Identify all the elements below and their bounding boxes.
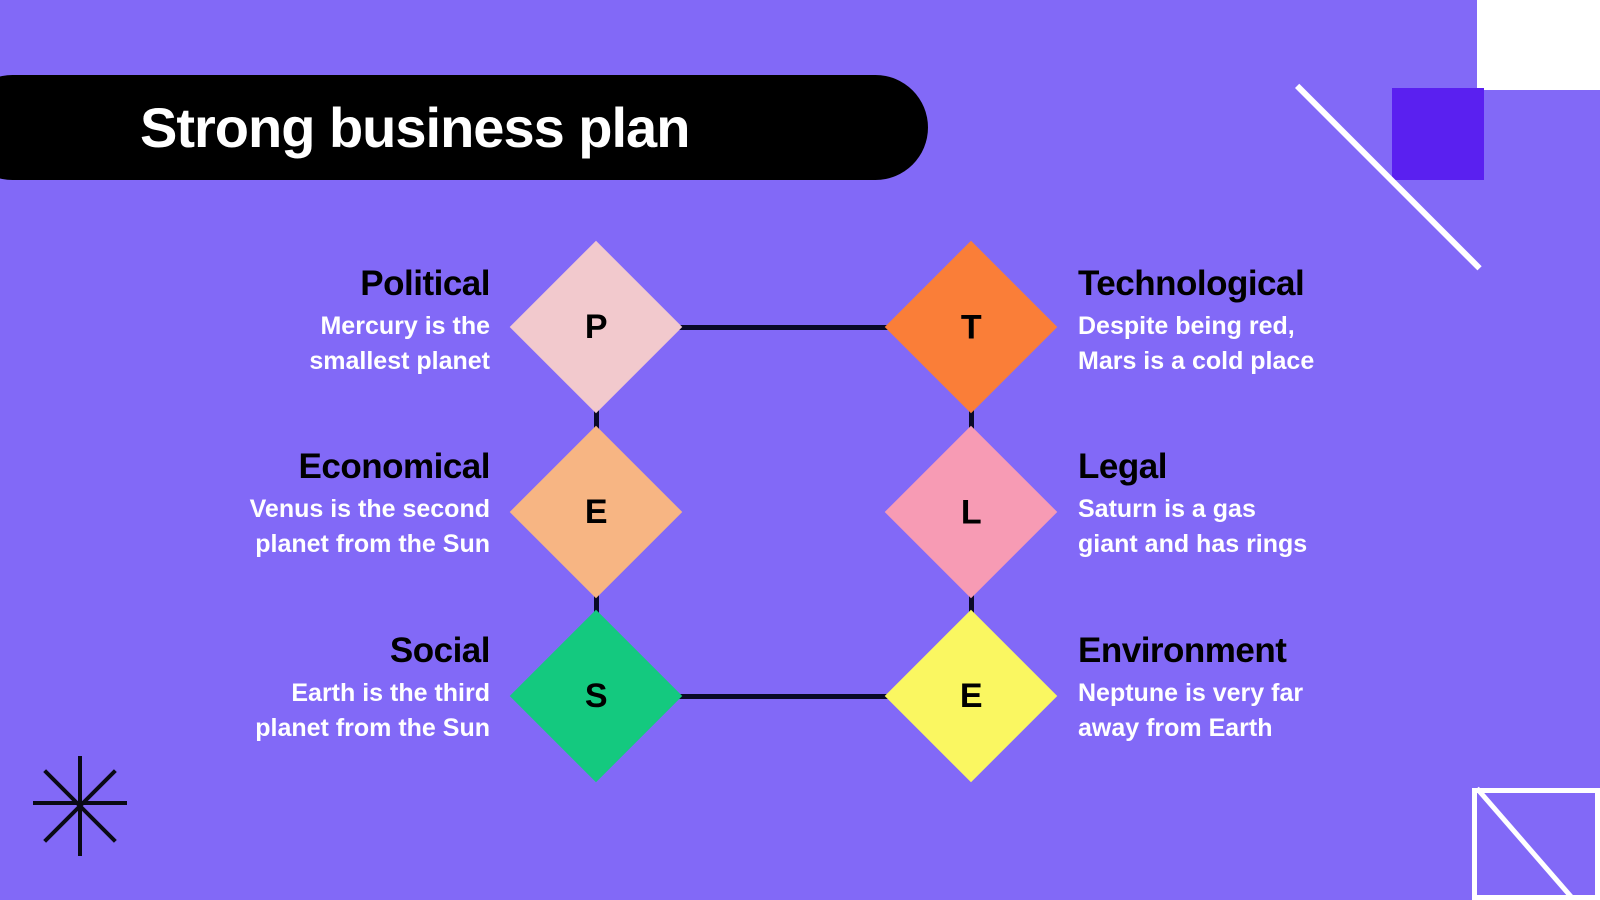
node-environment[interactable]: E <box>884 609 1058 783</box>
entry-heading: Social <box>389 631 491 670</box>
connector-political-economical <box>594 385 599 455</box>
entry-technological: Technological Despite being red, Mars is… <box>1078 265 1428 380</box>
entry-description: Venus is the second planet from the Sun <box>249 494 490 559</box>
white-rectangle-decoration <box>1477 0 1600 90</box>
node-legal[interactable]: L <box>884 425 1058 599</box>
node-technological[interactable]: T <box>884 240 1058 414</box>
connector-political-technological <box>655 325 915 330</box>
square-outline-diagonal-icon <box>1475 786 1592 900</box>
node-economical[interactable]: E <box>509 425 683 599</box>
node-letter: T <box>960 308 982 346</box>
connector-economical-social <box>594 570 599 640</box>
entry-description: Neptune is very far away from Earth <box>1078 678 1304 743</box>
title-bar: Strong business plan <box>0 75 928 180</box>
entry-description: Earth is the third planet from the Sun <box>255 678 490 743</box>
entry-social: Social Earth is the third planet from th… <box>140 632 490 747</box>
node-letter: P <box>584 308 608 346</box>
node-letter: L <box>960 493 982 531</box>
entry-heading: Environment <box>1078 631 1287 670</box>
node-social[interactable]: S <box>509 609 683 783</box>
entry-heading: Technological <box>1078 264 1305 303</box>
entry-description: Saturn is a gas giant and has rings <box>1078 494 1308 559</box>
connector-technological-legal <box>969 385 974 455</box>
node-political[interactable]: P <box>509 240 683 414</box>
entry-heading: Economical <box>298 447 491 486</box>
asterisk-decoration-icon <box>30 756 130 856</box>
entry-legal: Legal Saturn is a gas giant and has ring… <box>1078 448 1428 563</box>
node-letter: S <box>584 677 608 715</box>
entry-environment: Environment Neptune is very far away fro… <box>1078 632 1428 747</box>
entry-economical: Economical Venus is the second planet fr… <box>140 447 491 563</box>
entry-description: Mercury is the smallest planet <box>309 311 490 376</box>
entry-description: Despite being red, Mars is a cold place <box>1078 311 1315 376</box>
entry-heading: Legal <box>1078 447 1167 486</box>
node-letter: E <box>959 677 983 715</box>
page-title: Strong business plan <box>140 96 690 159</box>
entry-heading: Political <box>360 264 490 303</box>
white-square-outline-decoration <box>1472 786 1600 900</box>
entry-political: Political Mercury is the smallest planet <box>140 265 490 380</box>
connector-legal-environment <box>969 570 974 640</box>
indigo-square-decoration <box>1392 88 1484 180</box>
node-letter: E <box>584 493 608 531</box>
connector-social-environment <box>655 694 915 699</box>
